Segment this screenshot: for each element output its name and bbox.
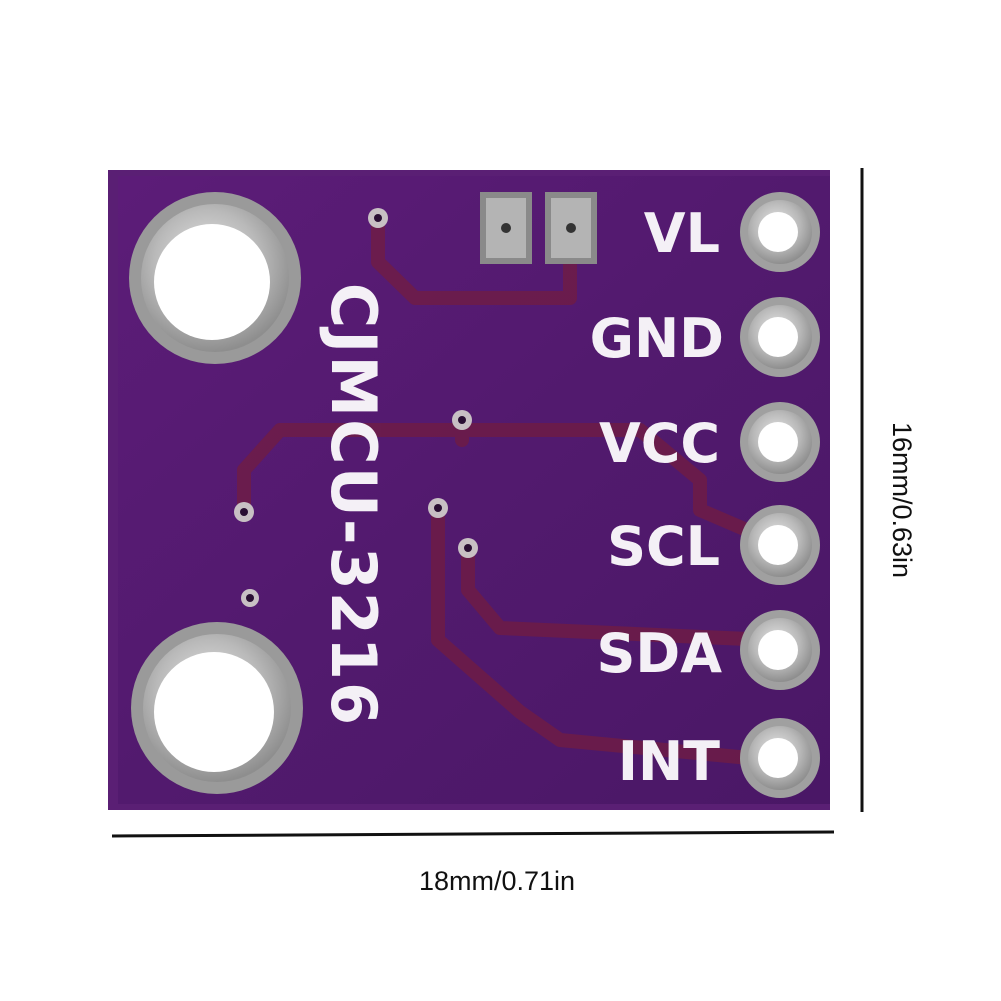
mounting-hole-bottom <box>131 622 303 794</box>
width-dimension-line <box>111 830 835 838</box>
pin-label-gnd: GND <box>590 307 724 370</box>
mounting-hole-top <box>129 192 301 364</box>
pin-vl-pad <box>740 192 820 272</box>
width-dimension-label: 18mm/0.71in <box>419 866 575 896</box>
pin-label-vl: VL <box>644 202 720 265</box>
pin-vcc-pad <box>740 402 820 482</box>
board-name: CJMCU-3216 <box>317 283 390 727</box>
pin-scl-pad <box>740 505 820 585</box>
pin-label-sda: SDA <box>596 622 722 685</box>
pin-sda-pad <box>740 610 820 690</box>
pcb-board: VL GND VCC SCL SDA INT CJMCU-3216 <box>108 170 830 810</box>
pin-label-scl: SCL <box>607 515 720 578</box>
sensor-pads <box>480 192 597 264</box>
height-dimension-label: 16mm/0.63in <box>887 422 917 578</box>
pin-label-vcc: VCC <box>599 412 720 475</box>
header-pins <box>740 192 820 798</box>
pin-label-int: INT <box>618 730 720 793</box>
pin-int-pad <box>740 718 820 798</box>
pin-gnd-pad <box>740 297 820 377</box>
vias <box>234 208 478 607</box>
